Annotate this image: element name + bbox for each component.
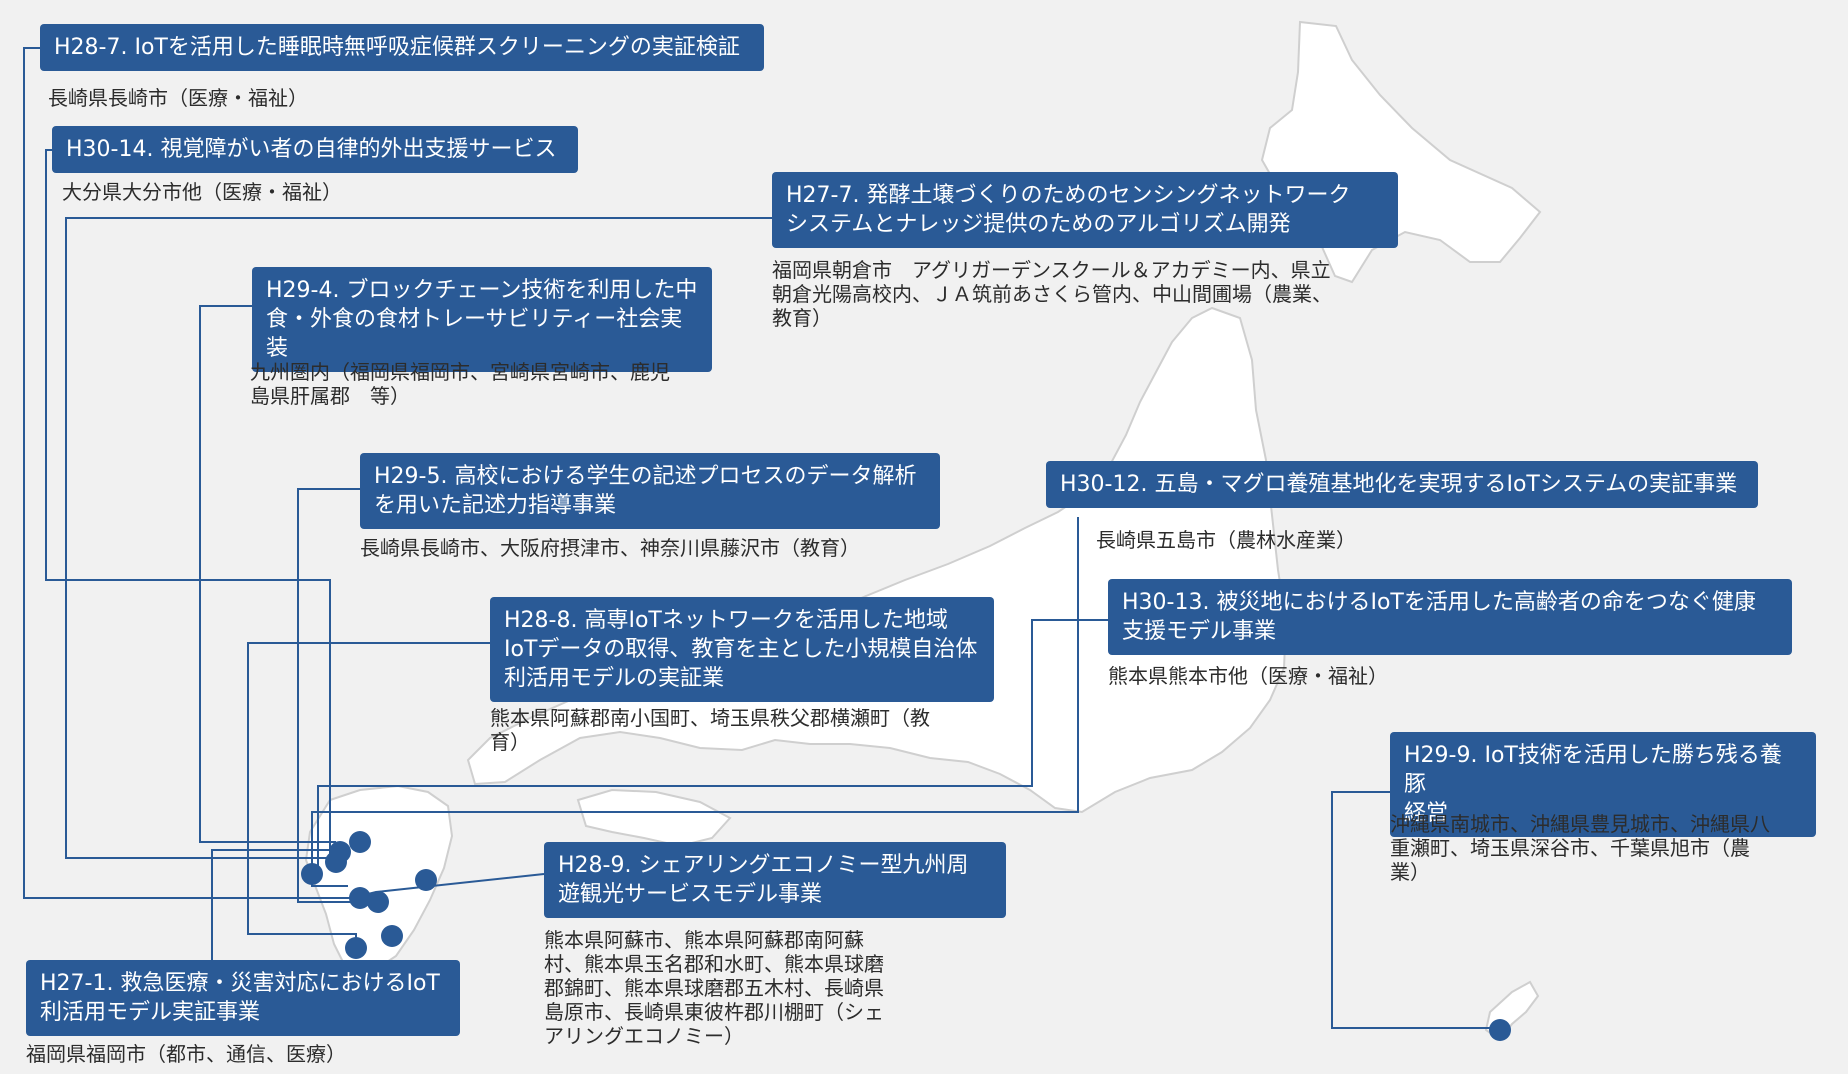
connector-line-h30-13 xyxy=(317,619,1108,880)
project-box-h29-5[interactable]: H29-5. 高校における学生の記述プロセスのデータ解析 を用いた記述力指導事業 xyxy=(360,453,940,529)
project-location-h30-12: 長崎県五島市（農林水産業） xyxy=(1096,528,1356,552)
location-marker-7[interactable] xyxy=(367,891,389,913)
project-location-h30-14: 大分県大分市他（医療・福祉） xyxy=(62,180,342,204)
location-marker-6[interactable] xyxy=(349,887,371,909)
location-marker-5[interactable] xyxy=(415,869,437,891)
project-box-h30-12[interactable]: H30-12. 五島・マグロ養殖基地化を実現するIoTシステムの実証事業 xyxy=(1046,461,1758,508)
project-box-h27-1[interactable]: H27-1. 救急医療・災害対応におけるIoT 利活用モデル実証事業 xyxy=(26,960,460,1036)
location-markers xyxy=(301,831,1511,1041)
project-box-h28-7[interactable]: H28-7. IoTを活用した睡眠時無呼吸症候群スクリーニングの実証検証 xyxy=(40,24,764,71)
location-marker-4[interactable] xyxy=(301,863,323,885)
project-location-h28-9: 熊本県阿蘇市、熊本県阿蘇郡南阿蘇 村、熊本県玉名郡和水町、熊本県球磨 郡錦町、熊… xyxy=(544,928,884,1048)
project-location-h29-4: 九州圏内（福岡県福岡市、宮崎県宮崎市、鹿児 島県肝属郡 等） xyxy=(250,360,670,408)
project-box-h30-13[interactable]: H30-13. 被災地におけるIoTを活用した高齢者の命をつなぐ健康 支援モデル… xyxy=(1108,579,1792,655)
connector-line-h27-1 xyxy=(211,849,338,960)
shikoku-outline xyxy=(576,788,732,848)
project-box-h30-14[interactable]: H30-14. 視覚障がい者の自律的外出支援サービス xyxy=(52,126,578,173)
project-location-h27-1: 福岡県福岡市（都市、通信、医療） xyxy=(26,1042,346,1066)
location-marker-8[interactable] xyxy=(381,925,403,947)
project-location-h29-5: 長崎県長崎市、大阪府摂津市、神奈川県藤沢市（教育） xyxy=(360,536,860,560)
connector-line-h29-9 xyxy=(1331,791,1498,1029)
project-location-h27-7: 福岡県朝倉市 アグリガーデンスクール＆アカデミー内、県立 朝倉光陽高校内、ＪＡ筑… xyxy=(772,258,1332,330)
location-marker-3[interactable] xyxy=(325,851,347,873)
project-location-h29-9: 沖縄県南城市、沖縄県豊見城市、沖縄県八 重瀬町、埼玉県深谷市、千葉県旭市（農 業… xyxy=(1390,812,1770,884)
connector-line-h30-12 xyxy=(311,517,1079,887)
project-box-h27-7[interactable]: H27-7. 発酵土壌づくりのためのセンシングネットワーク システムとナレッジ提… xyxy=(772,172,1398,248)
location-marker-9[interactable] xyxy=(345,937,367,959)
project-location-h28-7: 長崎県長崎市（医療・福祉） xyxy=(48,86,308,110)
connector-lines xyxy=(23,47,1498,1029)
project-location-h28-8: 熊本県阿蘇郡南小国町、埼玉県秩父郡横瀬町（教 育） xyxy=(490,706,930,754)
project-box-h28-9[interactable]: H28-9. シェアリングエコノミー型九州周 遊観光サービスモデル事業 xyxy=(544,842,1006,918)
project-location-h30-13: 熊本県熊本市他（医療・福祉） xyxy=(1108,664,1388,688)
project-box-h29-9[interactable]: H29-9. IoT技術を活用した勝ち残る養豚 経営 xyxy=(1390,732,1816,837)
project-box-h28-8[interactable]: H28-8. 高専IoTネットワークを活用した地域 IoTデータの取得、教育を主… xyxy=(490,597,994,702)
connector-line-h30-14 xyxy=(45,149,331,852)
location-marker-10[interactable] xyxy=(1489,1019,1511,1041)
connector-line-h28-7 xyxy=(23,47,356,899)
connector-line-h29-5 xyxy=(297,488,360,903)
location-marker-1[interactable] xyxy=(349,831,371,853)
connector-line-h29-4 xyxy=(199,305,336,843)
project-box-h29-4[interactable]: H29-4. ブロックチェーン技術を利用した中 食・外食の食材トレーサビリティー… xyxy=(252,267,712,372)
